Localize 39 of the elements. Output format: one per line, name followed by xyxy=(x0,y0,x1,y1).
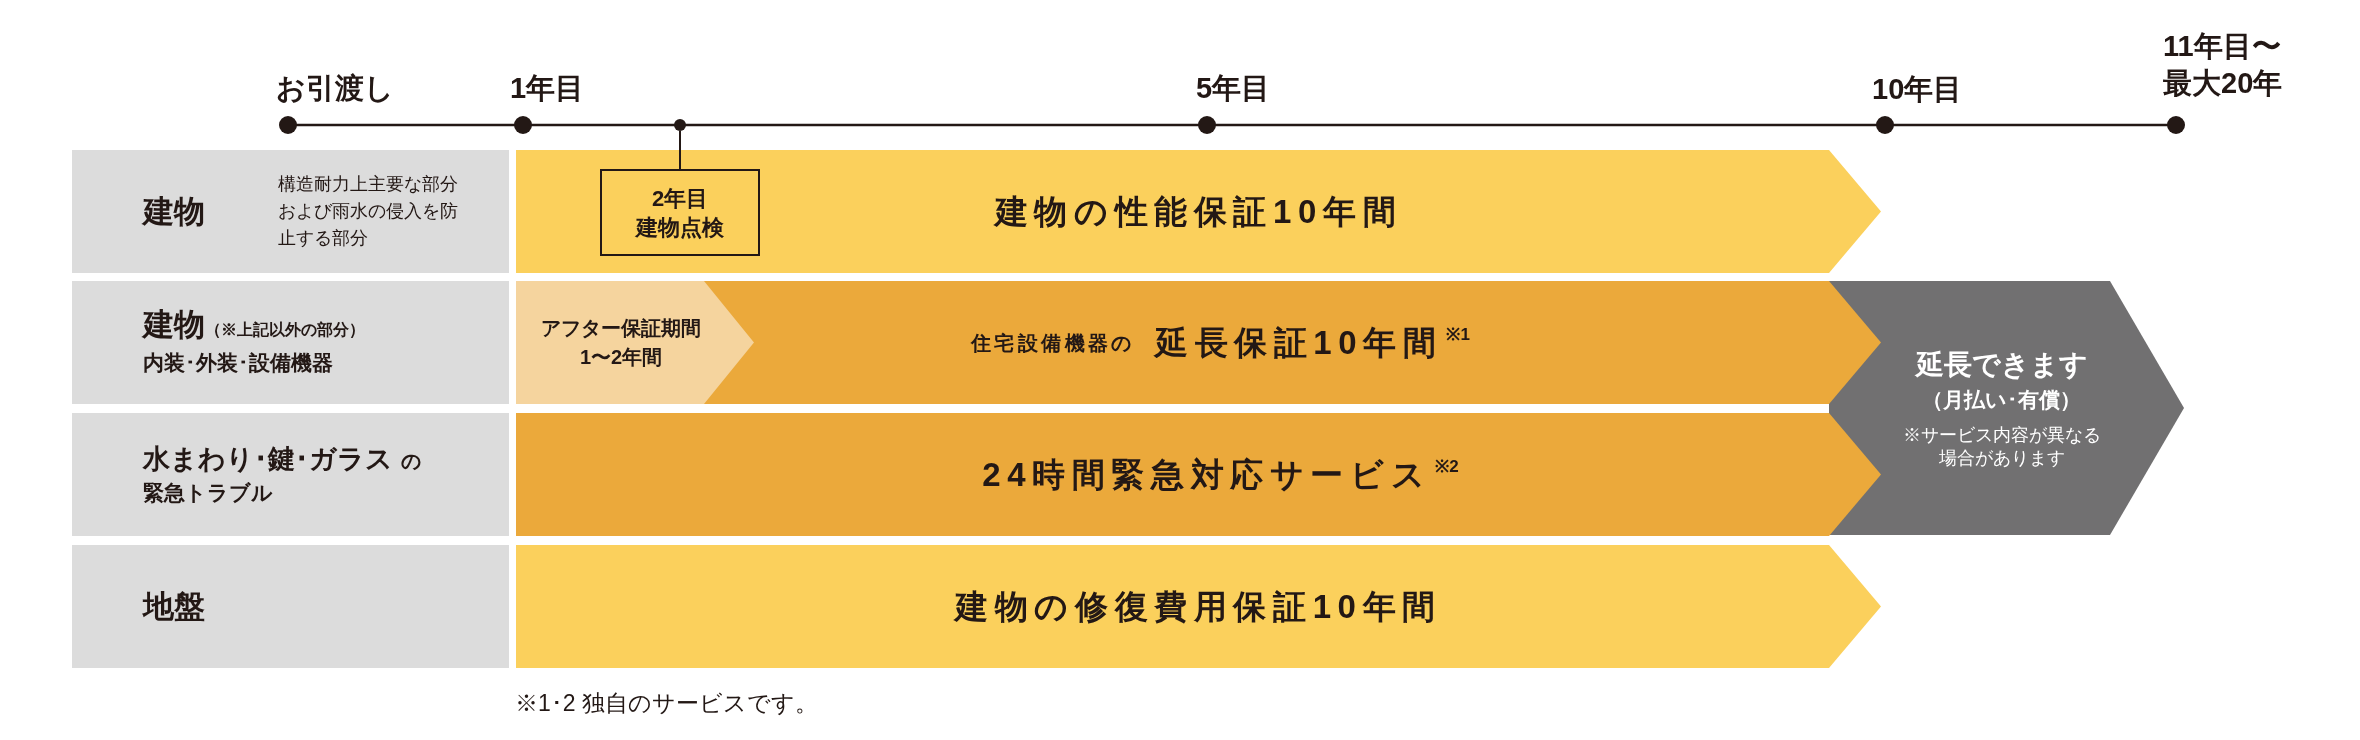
category-title: 水まわり･鍵･ガラス xyxy=(143,442,393,476)
timeline-label: 1年目 xyxy=(510,71,585,106)
inspection-year: 2年目 xyxy=(651,184,709,213)
warranty-arrow-bar xyxy=(516,413,1881,536)
warranty-title: 建物の修復費用保証10年間 xyxy=(955,586,1442,627)
warranty-subject: 住宅設備機器の xyxy=(971,330,1135,356)
row-header-cell xyxy=(72,413,509,536)
inspection-box xyxy=(600,169,760,256)
footnote: ※1･2 独自のサービスです。 xyxy=(515,689,818,718)
warranty-arrow-bar xyxy=(516,281,1881,404)
leader-line xyxy=(679,130,681,170)
category-title-suffix: の xyxy=(401,448,421,474)
inspection-name: 建物点検 xyxy=(636,213,724,242)
timeline-label: 10年目 xyxy=(1872,72,1963,107)
timeline-label: お引渡し xyxy=(276,71,394,106)
warranty-arrow-bar xyxy=(516,150,1881,273)
row-header-cell xyxy=(72,545,509,668)
warranty-arrow-bar xyxy=(516,545,1881,668)
category-title: 地盤 xyxy=(143,587,205,626)
category-subtitle: 内装･外装･設備機器 xyxy=(143,350,334,376)
warranty-title: 延長保証10年間$^{※1}$ xyxy=(1154,322,1470,363)
extension-arrow-bar xyxy=(1829,281,2184,535)
extension-terms: （月払い･有償） xyxy=(1922,387,2081,413)
category-title: 建物 xyxy=(143,192,205,231)
category-title: 建物 xyxy=(143,307,205,343)
category-description: 構造耐力上主要な部分および雨水の侵入を防止する部分 xyxy=(278,173,459,250)
timeline-dot xyxy=(674,119,686,131)
after-warranty-band xyxy=(516,281,754,404)
category-note: （※上記以外の部分） xyxy=(205,320,365,340)
after-warranty-period: アフター保証期間1〜2年間 xyxy=(540,315,702,370)
row-header-cell xyxy=(72,150,509,273)
row-header-cell xyxy=(72,281,509,404)
extension-note: ※サービス内容が異なる場合があります xyxy=(1901,424,2102,470)
timeline-label: 5年目 xyxy=(1196,71,1271,106)
category-subtitle: 緊急トラブル xyxy=(143,479,274,506)
extension-title: 延長できます xyxy=(1915,348,2088,382)
warranty-title: 建物の性能保証10年間 xyxy=(994,191,1403,232)
timeline-label: 11年目〜最大20年 xyxy=(2163,29,2284,101)
service-title: 24時間緊急対応サービス$^{※2}$ xyxy=(982,454,1459,495)
